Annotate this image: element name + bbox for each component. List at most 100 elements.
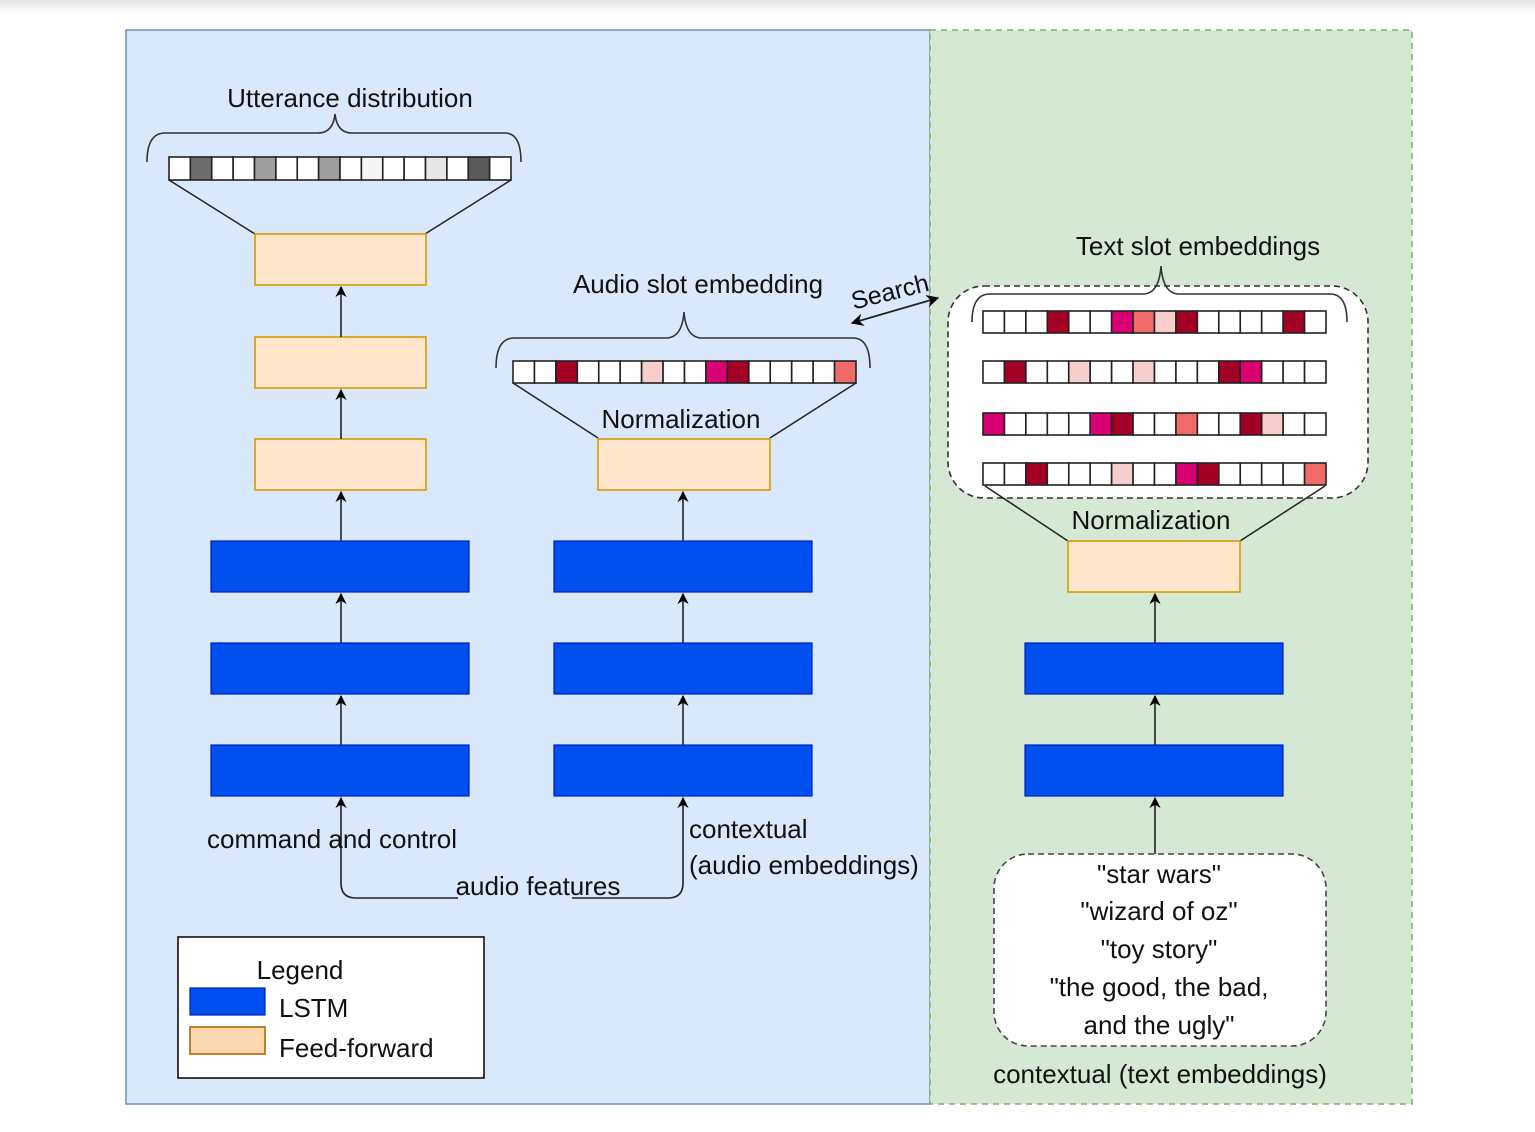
- contextual-audio-label-line2: (audio embeddings): [689, 850, 919, 880]
- legend-label-lstm: LSTM: [279, 993, 348, 1023]
- text-slot-cell: [1260, 412, 1284, 436]
- text-slot-column: Text slot embeddings Normalization "star…: [947, 231, 1369, 1089]
- text-slot-cell: [1003, 310, 1027, 334]
- text-slot-cell: [1067, 360, 1091, 384]
- text-slot-cell: [1132, 462, 1156, 486]
- audio-slot-cell: [812, 360, 836, 384]
- contextual-text-label: contextual (text embeddings): [993, 1059, 1327, 1089]
- text-slot-cell: [982, 310, 1006, 334]
- text-slot-cell: [1218, 462, 1242, 486]
- text-lstm-layer-2: [1024, 642, 1284, 695]
- audio-slot-cell: [576, 360, 600, 384]
- utterance-cell: [467, 156, 491, 181]
- lstm-layer-2: [210, 642, 470, 695]
- text-slot-cell: [1025, 360, 1049, 384]
- utterance-cell: [210, 156, 234, 181]
- text-slot-cell: [1260, 462, 1284, 486]
- lstm-layer-1: [210, 744, 470, 797]
- text-slot-cell: [1046, 310, 1070, 334]
- text-slot-cell: [1025, 412, 1049, 436]
- text-slot-cell: [1239, 412, 1263, 436]
- text-slot-cell: [1046, 462, 1070, 486]
- text-slot-cell: [1132, 360, 1156, 384]
- audio-slot-cell: [683, 360, 707, 384]
- funnel-line-right: [769, 382, 857, 439]
- feedforward-layer-1: [254, 438, 427, 491]
- audio-lstm-layer-1: [553, 744, 813, 797]
- audio-feedforward-layer: [597, 438, 771, 491]
- text-slot-cell: [1218, 412, 1242, 436]
- text-slot-cell: [1089, 412, 1113, 436]
- text-slot-cell: [1110, 310, 1134, 334]
- text-slot-cell: [1303, 412, 1327, 436]
- text-slot-cell: [1196, 360, 1220, 384]
- text-slot-cell: [1003, 412, 1027, 436]
- text-slot-cell: [1153, 412, 1177, 436]
- text-slot-brace: [971, 265, 1348, 323]
- text-lstm-layer-1: [1024, 744, 1284, 797]
- text-slot-cell: [1175, 412, 1199, 436]
- audio-slot-cell: [748, 360, 772, 384]
- text-slot-cell: [1003, 360, 1027, 384]
- text-slot-cell: [982, 462, 1006, 486]
- audio-normalization-label: Normalization: [602, 404, 761, 434]
- utterance-distribution-vector: [168, 156, 512, 181]
- text-slot-cell: [1196, 462, 1220, 486]
- text-slot-cell: [1025, 310, 1049, 334]
- utterance-distribution-label: Utterance distribution: [227, 83, 473, 113]
- funnel-line-left: [984, 485, 1069, 542]
- audio-slot-cell: [555, 360, 579, 384]
- utterance-cell: [381, 156, 405, 181]
- audio-slot-cell: [512, 360, 536, 384]
- audio-slot-cell: [597, 360, 621, 384]
- text-slot-cell: [1282, 360, 1306, 384]
- text-slot-cell: [982, 412, 1006, 436]
- utterance-cell: [446, 156, 470, 181]
- audio-slot-cell: [640, 360, 664, 384]
- text-slot-cell: [1303, 310, 1327, 334]
- text-slot-cell: [1175, 462, 1199, 486]
- text-slot-cell: [1153, 360, 1177, 384]
- text-normalization-label: Normalization: [1072, 505, 1231, 535]
- utterance-cell: [232, 156, 256, 181]
- utterance-cell: [424, 156, 448, 181]
- utterance-cell: [189, 156, 213, 181]
- text-example: and the ugly": [1084, 1010, 1235, 1040]
- funnel-line-left: [512, 382, 599, 439]
- audio-slot-embedding-label: Audio slot embedding: [573, 269, 823, 299]
- text-example: "wizard of oz": [1080, 896, 1237, 926]
- text-example: "star wars": [1097, 859, 1221, 889]
- text-slot-cell: [1260, 310, 1284, 334]
- text-slot-cell: [1303, 360, 1327, 384]
- text-slot-cell: [1260, 360, 1284, 384]
- text-slot-cell: [1218, 360, 1242, 384]
- text-slot-cell: [1132, 310, 1156, 334]
- utterance-cell: [168, 156, 192, 181]
- text-slot-cell: [1089, 462, 1113, 486]
- funnel-line-left: [168, 179, 256, 235]
- contextual-audio-label-line1: contextual: [689, 814, 808, 844]
- text-slot-cell: [1110, 360, 1134, 384]
- top-shade: [0, 0, 1535, 14]
- text-examples-box: [993, 853, 1327, 1047]
- text-slot-cell: [1239, 360, 1263, 384]
- funnel-line-right: [1239, 485, 1326, 542]
- audio-slot-cell: [790, 360, 814, 384]
- text-slot-cell: [1153, 462, 1177, 486]
- text-slot-cell: [1067, 412, 1091, 436]
- text-slot-cell: [1153, 310, 1177, 334]
- legend-swatch-feedforward: [189, 1026, 266, 1055]
- utterance-cell: [296, 156, 320, 181]
- text-slot-cell: [1175, 360, 1199, 384]
- feedforward-layer-3: [254, 233, 427, 286]
- audio-features-connector-right: [572, 796, 689, 899]
- utterance-cell: [488, 156, 512, 181]
- audio-lstm-layer-3: [553, 540, 813, 593]
- text-slot-cell: [1110, 412, 1134, 436]
- text-slot-cell: [1046, 360, 1070, 384]
- text-slot-cell: [1196, 412, 1220, 436]
- text-slot-embeddings-label: Text slot embeddings: [1076, 231, 1320, 261]
- text-example: "the good, the bad,: [1050, 972, 1269, 1002]
- text-slot-cell: [1218, 310, 1242, 334]
